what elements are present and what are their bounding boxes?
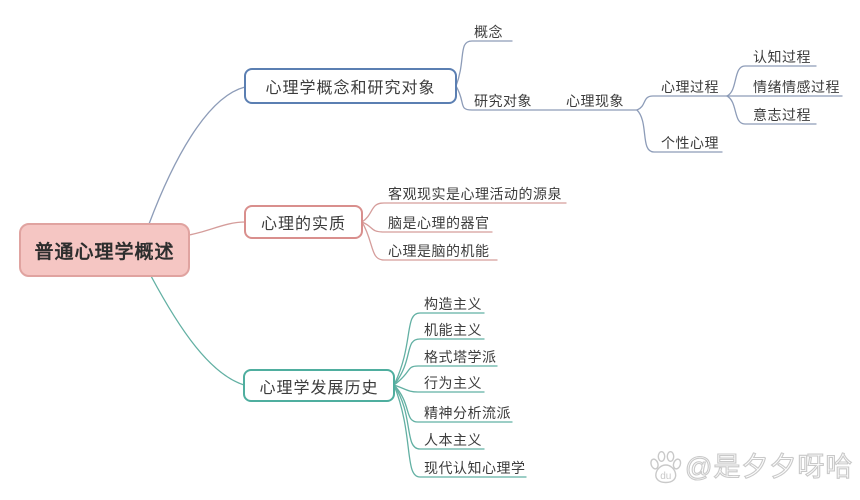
branch2-wires (361, 202, 567, 261)
connector-root-branch3 (150, 275, 245, 386)
underline-naoshixinli (361, 221, 493, 233)
underline-xiandairenzhi (393, 384, 527, 478)
subtopic-behaviorism[interactable]: 行为主义 (424, 375, 482, 391)
subtopic-will-process[interactable]: 意志过程 (753, 107, 811, 123)
subtopic-humanism[interactable]: 人本主义 (424, 432, 482, 448)
subtopic-functionalism[interactable]: 机能主义 (424, 322, 482, 338)
subtopic-mental-phenomena[interactable]: 心理现象 (566, 93, 624, 109)
subtopic-cognitive-process[interactable]: 认知过程 (753, 49, 811, 65)
connector-root-branch1 (148, 86, 246, 225)
watermark-handle: @是夕夕呀哈 (684, 451, 854, 482)
subtopic-brain-organ[interactable]: 脑是心理的器官 (388, 215, 490, 231)
underline-xinlishinao (361, 221, 498, 261)
subtopic-concept[interactable]: 概念 (474, 24, 503, 40)
underline-keguanxianshi (361, 202, 567, 223)
underline-renzhiguocheng (726, 65, 817, 97)
subtopic-structuralism[interactable]: 构造主义 (424, 296, 482, 312)
subtopic-objective-reality-source[interactable]: 客观现实是心理活动的源泉 (388, 186, 562, 202)
branch3-wires (393, 312, 527, 478)
subtopic-psychoanalysis[interactable]: 精神分析流派 (424, 405, 511, 421)
branch1-wires (455, 40, 843, 153)
subtopic-emotion-process[interactable]: 情绪情感过程 (753, 79, 840, 95)
underline-gouzaozhuyi (393, 312, 485, 386)
subtopic-personality-psychology[interactable]: 个性心理 (661, 135, 719, 151)
baidu-paw-icon: du (650, 450, 682, 484)
branch-topic-essence[interactable]: 心理的实质 (244, 205, 363, 239)
subtopic-research-object[interactable]: 研究对象 (474, 93, 532, 109)
underline-gexingxinli (636, 109, 723, 153)
underline-geshita (393, 365, 498, 386)
baidu-du-text: du (660, 471, 671, 482)
branch-topic-history[interactable]: 心理学发展历史 (243, 369, 395, 402)
subtopic-gestalt-school[interactable]: 格式塔学派 (424, 349, 497, 365)
underline-xingweizhuyi (393, 384, 485, 393)
branch-topic-concept-and-object[interactable]: 心理学概念和研究对象 (244, 68, 457, 104)
underline-jingshenfenxi (393, 384, 513, 423)
underline-jinengzhuyi (393, 338, 485, 386)
underline-renbenzhuyi (393, 384, 485, 450)
underline-yanjiuduixiang (455, 85, 638, 111)
connector-root-branch2 (188, 221, 246, 236)
watermark: du @是夕夕呀哈 (649, 449, 853, 485)
underline-gainian (455, 40, 513, 87)
root-topic[interactable]: 普通心理学概述 (19, 223, 190, 277)
underline-xinliguocheng (636, 95, 728, 111)
underline-yizhiguocheng (726, 95, 817, 125)
subtopic-mind-brain-function[interactable]: 心理是脑的机能 (388, 243, 490, 259)
subtopic-modern-cognitive-psychology[interactable]: 现代认知心理学 (424, 460, 526, 476)
subtopic-mental-process[interactable]: 心理过程 (661, 79, 719, 95)
